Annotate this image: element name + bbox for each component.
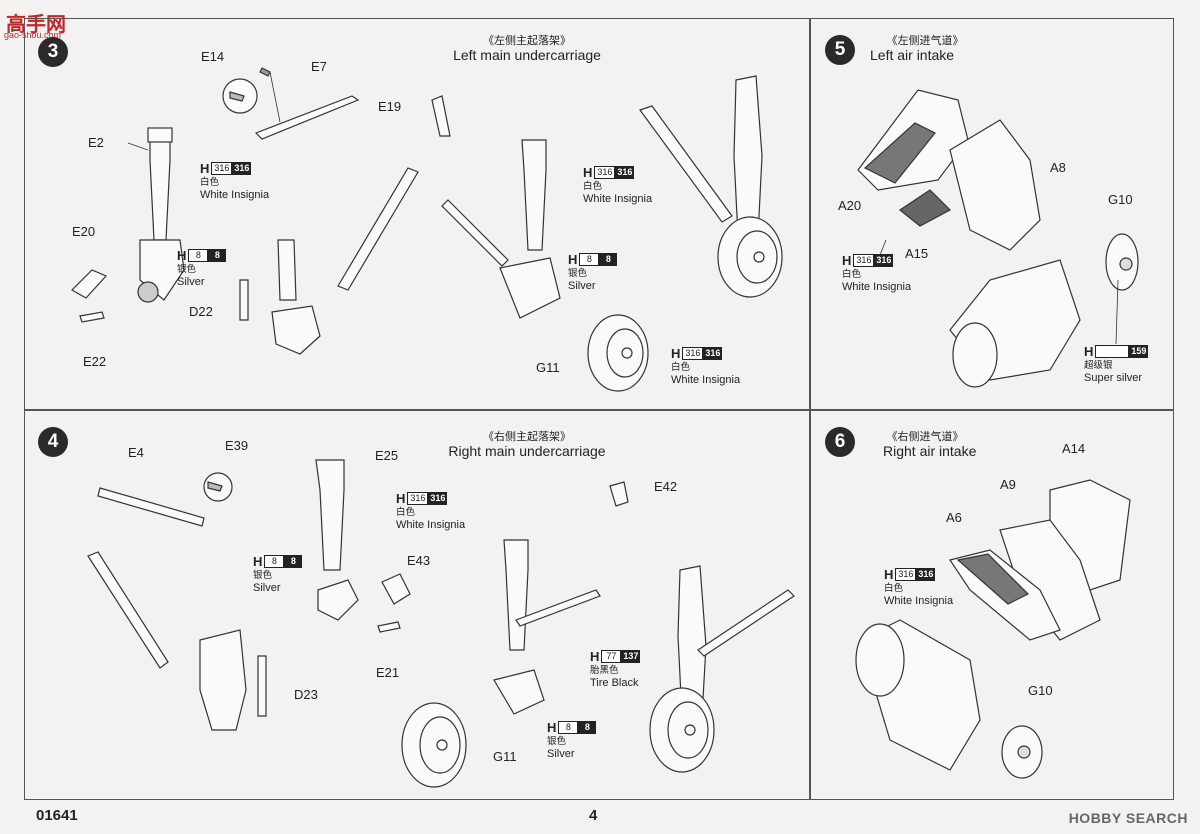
page-number: 4 — [589, 807, 598, 824]
step-3-panel — [24, 18, 810, 410]
step-6-title-en: Right air intake — [883, 443, 977, 459]
part-label: A9 — [1000, 477, 1016, 492]
step-3-drawing — [71, 67, 783, 392]
step-3-title-cn: 《左侧主起落架》 — [483, 34, 571, 47]
part-label: G10 — [1028, 683, 1053, 698]
part-label: E42 — [654, 479, 678, 494]
part-label: D23 — [294, 687, 318, 702]
kit-number: 01641 — [36, 807, 78, 824]
part-label: E2 — [88, 135, 104, 150]
part-label: A14 — [1062, 441, 1086, 456]
part-label: E21 — [376, 665, 400, 680]
part-label: E14 — [201, 49, 225, 64]
step-6-title-cn: 《右侧进气道》 — [886, 430, 964, 443]
part-label: E4 — [128, 445, 144, 460]
step-4-title-en: Right main undercarriage — [448, 443, 606, 459]
step-5-drawing — [857, 89, 1139, 388]
part-label: D22 — [189, 304, 213, 319]
part-label: A20 — [838, 198, 862, 213]
step-4-drawing — [87, 459, 795, 788]
part-label: E20 — [72, 224, 96, 239]
step-3-title-en: Left main undercarriage — [453, 47, 601, 63]
part-label: E25 — [375, 448, 399, 463]
step-4-title-cn: 《右侧主起落架》 — [483, 430, 571, 443]
part-label: E22 — [83, 354, 107, 369]
step-6-panel — [810, 410, 1174, 800]
site-logo-url: gao-shou.com — [4, 30, 62, 40]
part-label: E7 — [311, 59, 327, 74]
site-logo: 高手网 — [6, 12, 66, 36]
step-5-number: 5 — [825, 35, 855, 65]
part-label: E19 — [378, 99, 402, 114]
part-label: A15 — [905, 246, 929, 261]
part-label: A6 — [946, 510, 962, 525]
part-label: G11 — [536, 360, 560, 375]
step-5-title-en: Left air intake — [870, 47, 955, 63]
step-4-number: 4 — [38, 427, 68, 457]
part-label: E39 — [225, 438, 249, 453]
part-label: G11 — [493, 749, 517, 764]
step-5-title-cn: 《左侧进气道》 — [886, 34, 964, 47]
step-6-number: 6 — [825, 427, 855, 457]
step-3-number: 3 — [38, 37, 68, 67]
step-6-drawing — [855, 479, 1131, 779]
part-label: A8 — [1050, 160, 1066, 175]
step-5-panel — [810, 18, 1174, 410]
part-label: E43 — [407, 553, 431, 568]
watermark: HOBBY SEARCH — [1068, 810, 1188, 826]
part-label: G10 — [1108, 192, 1133, 207]
step-4-panel — [24, 410, 810, 800]
